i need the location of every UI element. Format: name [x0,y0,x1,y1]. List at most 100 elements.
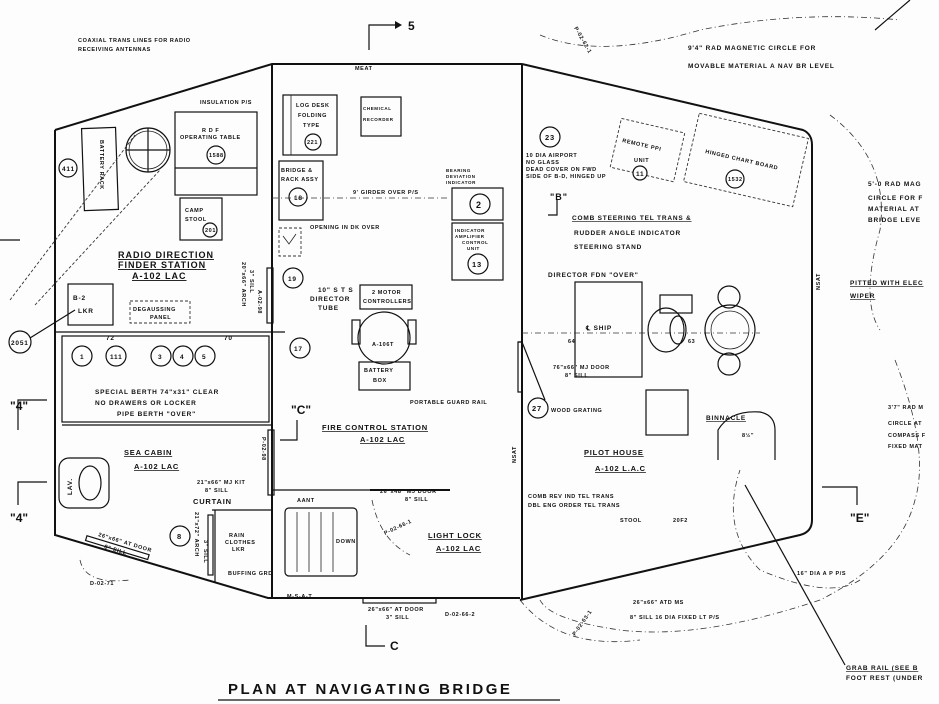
chemical-recorder [360,96,402,137]
degaussing-label: DEGAUSSING [133,307,176,313]
item-1588-number: 1588 [209,153,224,159]
berth-label: SPECIAL BERTH 74"x31" CLEAR [95,389,219,396]
nsat-label-2: NSAT [512,446,518,463]
berth-item-5: 5 [202,354,206,361]
special-berth: 1 111 3 4 5 SPECIAL BERTH 74"x31" CLEAR … [61,335,270,423]
meat-label: MEAT [355,66,373,72]
steering-note: COMB STEERING TEL TRANS & [572,215,692,222]
b2-locker [67,283,114,326]
bridge-rack-label-2: RACK ASSY [281,177,319,183]
rain-locker-label-2: CLOTHES [225,540,255,546]
centerline-label: ℄ SHIP [585,324,612,332]
section-4-top-label: "4" [10,399,28,413]
section-4-bottom-label: "4" [10,511,28,525]
curtain-label: CURTAIN [193,497,232,506]
item-8-number: 8 [177,532,182,541]
room-sea-cabin-label: SEA CABIN [124,448,172,457]
airport-note-4: SIDE OF B-D, HINGED UP [526,174,606,180]
hinged-chart-board [683,112,809,208]
stairway [284,507,358,577]
wheel-icon [125,127,171,173]
bridge-rack-assy [278,160,324,221]
binnacle-compass [704,285,756,376]
chem-recorder-label-2: RECORDER [363,117,394,122]
room-light-lock-label: LIGHT LOCK [428,531,482,540]
door-d02662: D-02-66-2 [445,612,475,618]
mag5-note: 5'-0 RAD MAG [868,181,921,188]
remote-ppi-label-2: UNIT [634,158,649,164]
director-tube-label: 10" S T S [318,287,354,294]
lavatory [58,457,110,509]
remote-ppi-label: REMOTE PPI [622,138,662,153]
room-light-lock-label-2: A-102 LAC [436,544,481,553]
msat-label: M-S-A-T [287,594,312,600]
room-radio-label-2: FINDER STATION [118,260,206,270]
room-pilot-house-label: PILOT HOUSE [584,448,644,457]
battery-rack-label: BATTERY RACK [98,140,104,190]
door-76-sill: 8" SILL [565,373,588,379]
camp-stool [179,197,223,241]
dimension-72: 72 [106,335,115,342]
item-201-number: 201 [205,228,216,234]
camp-stool-label-2: STOOL [185,217,207,223]
section-markers: 5 "4" "4" "C" C "E" "B" [10,19,869,653]
pilot-house: P-02-62-1 9'4" RAD MAGNETIC CIRCLE FOR M… [446,26,925,682]
section-c-bottom-label: C [390,639,399,653]
item-13-number: 13 [472,260,482,269]
portable-rail-note: PORTABLE GUARD RAIL [410,400,487,406]
bdi-label-3: INDICATOR [446,180,476,185]
berth-item-4: 4 [180,354,184,361]
motor-controllers-label: 2 MOTOR [372,290,401,296]
item-1588-tag [206,145,226,165]
door-mj-note: 26"x48" MJ DOOR [380,489,437,495]
dimension-8-half: 8½" [742,432,754,439]
arch-note: 20"x66" ARCH [240,262,246,307]
door-d0271: D-02-71 [90,581,114,587]
motor-controllers [359,284,413,310]
rdf-label: R D F [202,128,219,134]
arch-21-note: 21"x72" ARCH [193,512,199,557]
door-atd-note-2: 8" SILL 16 DIA FIXED LT P/S [630,615,720,621]
log-desk [282,94,338,156]
steering-note-2: RUDDER ANGLE INDICATOR [574,230,681,237]
door-note: 21"x66" MJ KIT [197,480,246,486]
wood-grating-note: WOOD GRATING [551,408,602,414]
item-2-number: 2 [476,200,482,210]
item-23-number: 23 [545,133,555,142]
helm-stand [717,411,776,460]
steering-note-3: STEERING STAND [574,244,642,251]
berth-item-3: 3 [158,354,162,361]
bearing-deviation-indicator [451,187,504,221]
battery-rack [80,126,120,212]
door-p02661: P-02-66-1 [383,519,413,537]
battery-box-label-2: BOX [373,378,387,384]
door-atd-note: 26"x66" ATD MS [633,600,684,606]
binnacle-box [645,389,689,436]
battery-box [358,361,411,391]
berth-label-2: NO DRAWERS OR LOCKER [95,400,197,407]
section-5-label: 5 [408,19,415,33]
mag5-note-2: CIRCLE FOR F [868,195,923,202]
room-radio-label-3: A-102 LAC [132,271,187,281]
degaussing-label-2: PANEL [150,315,171,321]
magnetic-circles [519,0,920,643]
radio-direction-finder-station: COAXIAL TRANS LINES FOR RADIO RECEIVING … [8,38,285,354]
item-18-number: 18 [294,195,303,202]
director-tube-circle [357,311,411,365]
item-201-tag [202,222,218,238]
mag3-note: 3'7" RAD M [888,405,924,411]
drawing-title: PLAN AT NAVIGATING BRIDGE [228,681,512,698]
arch-note-3: A-02-98 [256,290,262,314]
door-bottom-sill: 3" SILL [386,615,409,621]
room-fire-control-label: FIRE CONTROL STATION [322,423,428,432]
door-bottom-note: 26"x66" AT DOOR [368,607,424,613]
wiper-note: PITTED WITH ELEC [850,280,923,287]
log-desk-label-2: FOLDING [298,113,327,119]
amp-ctrl-label: INDICATOR [455,228,485,233]
room-sea-cabin-label-2: A-102 LAC [134,462,179,471]
coaxial-note: COAXIAL TRANS LINES FOR RADIO [78,38,191,44]
buffing-note: BUFFING GRD [228,571,273,577]
section-b-label: "B" [550,192,568,202]
dimension-64: 64 [568,339,576,345]
